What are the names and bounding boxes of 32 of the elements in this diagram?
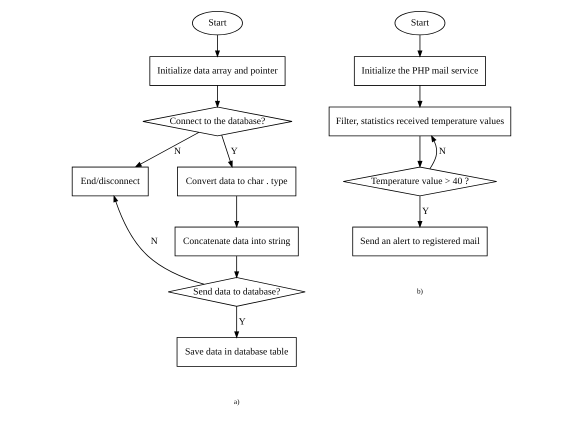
- node-box: Send an alert to registered mail: [352, 226, 488, 256]
- edge-label: N: [173, 146, 180, 157]
- arrow: [112, 194, 204, 285]
- arrow: [220, 134, 232, 168]
- arrow: [416, 136, 422, 168]
- arrow: [416, 34, 422, 58]
- arrow: [214, 85, 220, 108]
- node-box: Initialize data array and pointer: [148, 56, 285, 86]
- node-diamond: Connect to the database?: [142, 106, 292, 136]
- edge-label: Y: [238, 316, 246, 328]
- arrow: [429, 134, 437, 170]
- arrow: [134, 132, 199, 168]
- arrow: [234, 306, 239, 339]
- arrow: [416, 85, 422, 108]
- node-box: Filter, statistics received temperature values: [328, 106, 511, 136]
- edge-label: N: [438, 146, 446, 157]
- node-ellipse: Start: [192, 10, 242, 36]
- arrow: [234, 196, 239, 228]
- node-box: Initialize the PHP mail service: [353, 56, 486, 86]
- node-box: Convert data to char . type: [176, 166, 296, 196]
- node-diamond: Temperature value > 40 ?: [342, 166, 497, 196]
- edge-label: Y: [422, 206, 429, 217]
- node-ellipse: Start: [394, 10, 445, 36]
- node-box: End/disconnect: [71, 166, 148, 196]
- node-box: Concatenate data into string: [174, 226, 298, 256]
- node-diamond: Send data to database?: [167, 277, 306, 307]
- edge-label: Y: [230, 146, 238, 157]
- arrow: [214, 34, 220, 58]
- node-box: Save data in database table: [176, 337, 296, 367]
- arrow: [416, 196, 422, 228]
- edge-label: N: [150, 236, 158, 247]
- arrow: [234, 256, 239, 279]
